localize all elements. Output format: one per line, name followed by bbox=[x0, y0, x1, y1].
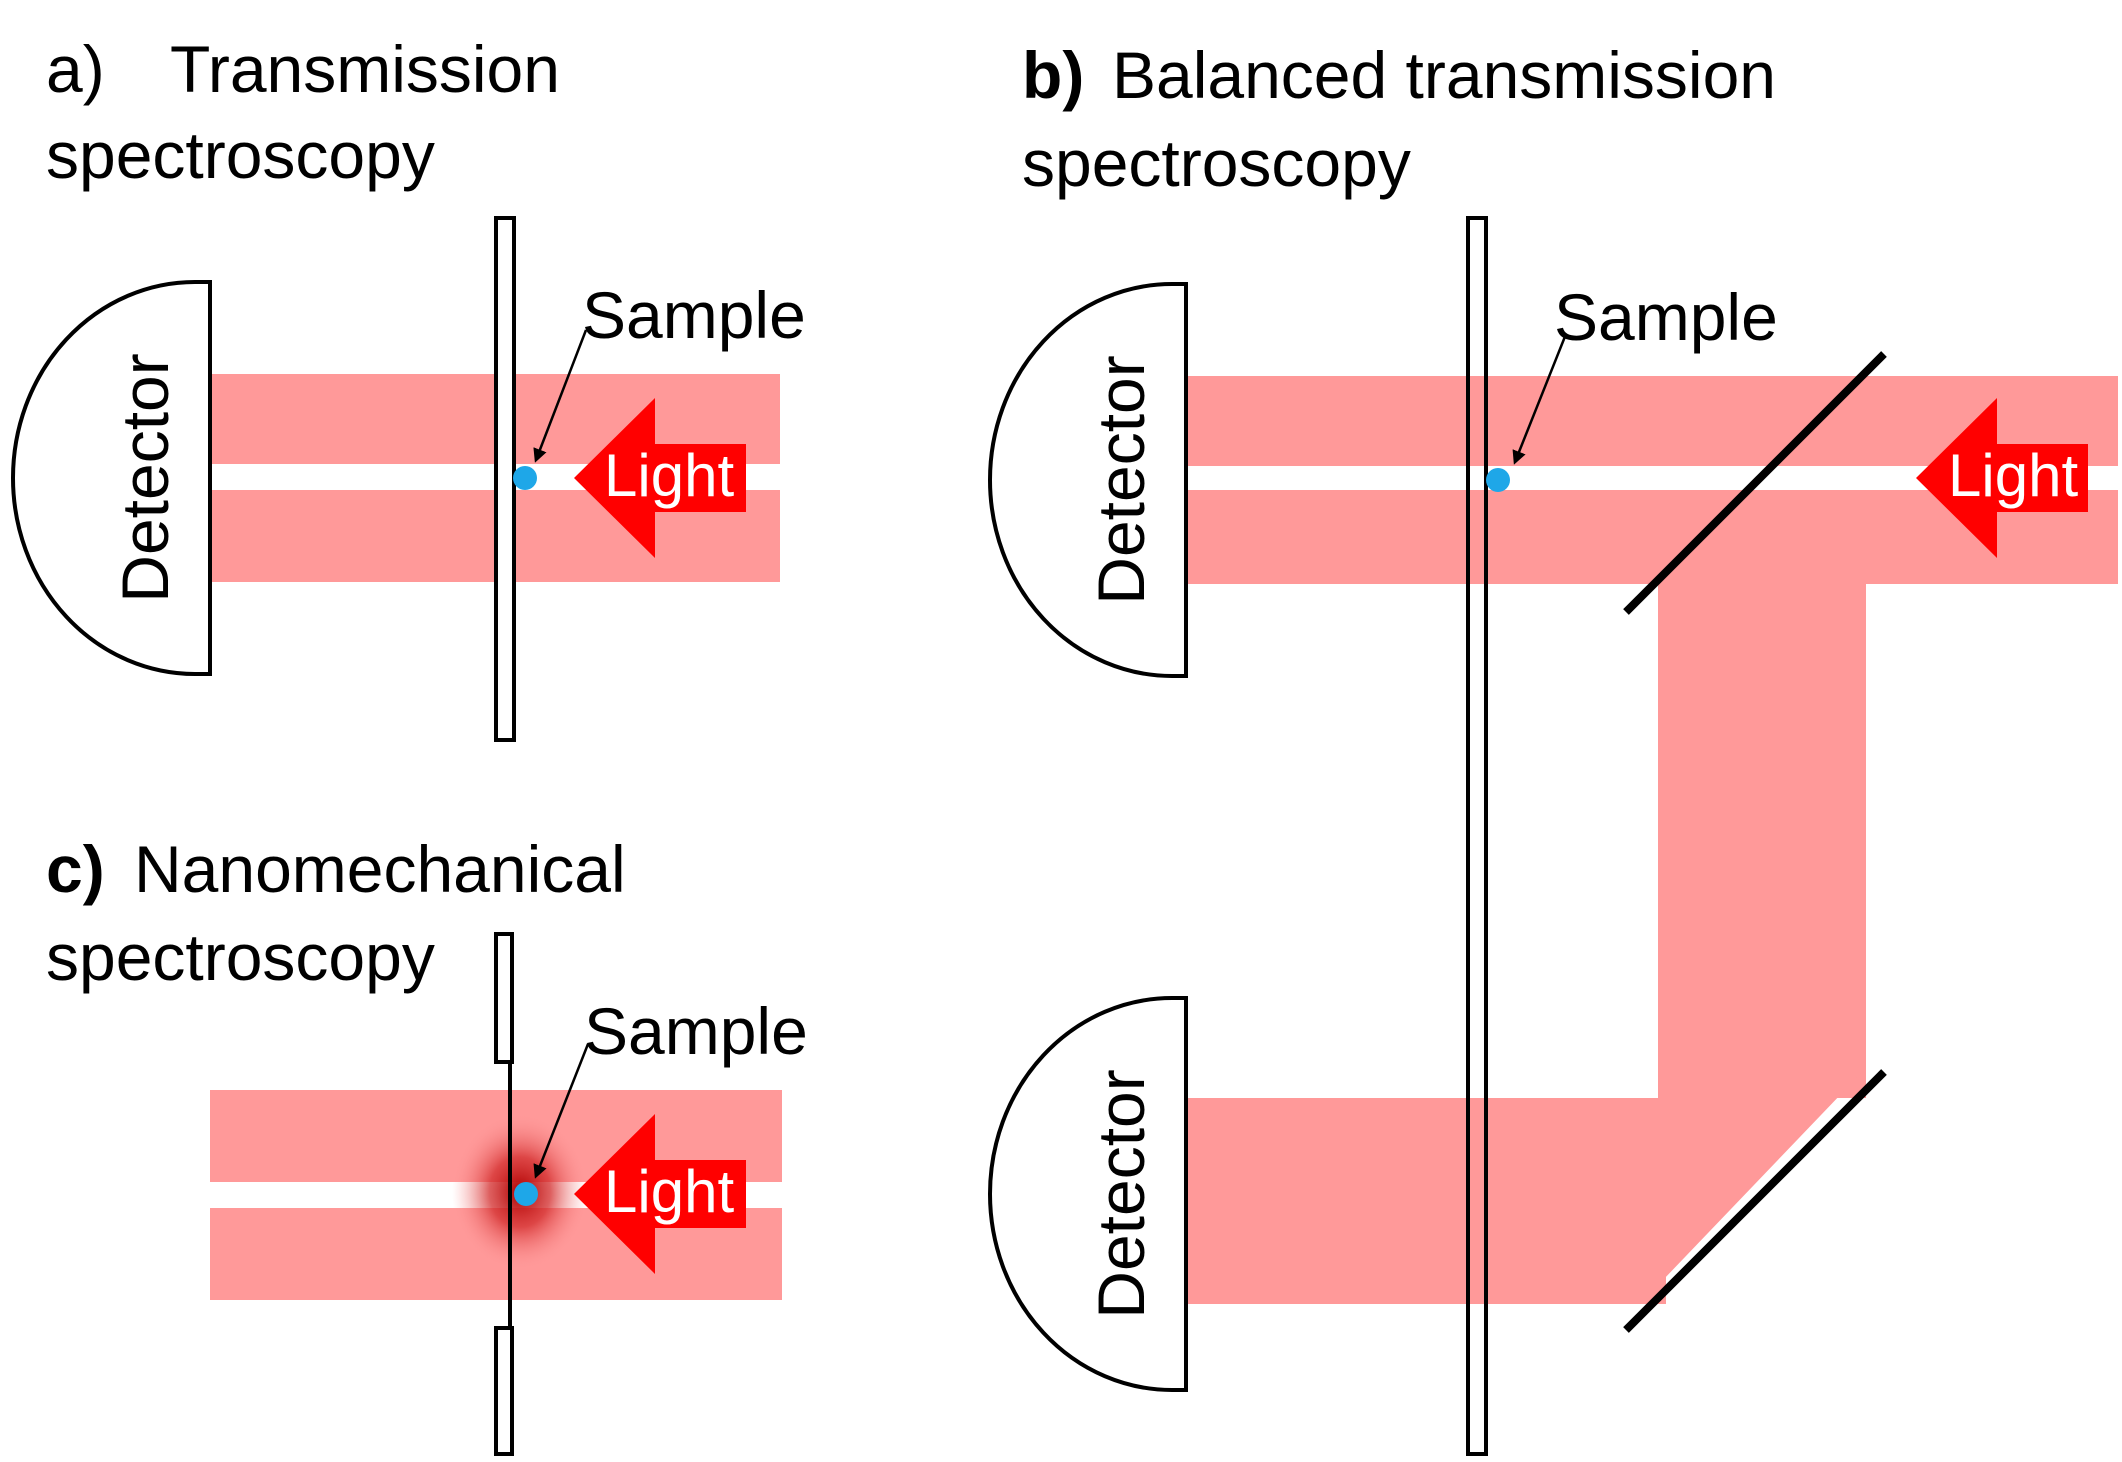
panel-b-detector-bottom bbox=[988, 996, 1188, 1392]
panel-a-detector bbox=[11, 280, 212, 676]
panel-b-title-line1: Balanced transmission bbox=[1112, 38, 1776, 112]
panel-b-light-arrow bbox=[1916, 398, 2088, 558]
panel-b-sample-leader bbox=[1512, 333, 1568, 465]
panel-a-sample-dot bbox=[513, 466, 537, 490]
panel-a-letter: a) bbox=[46, 32, 105, 106]
panel-b-sample-plate bbox=[1466, 216, 1488, 1456]
panel-c-frame-top bbox=[494, 932, 514, 1064]
panel-a-title-line1: Transmission bbox=[170, 32, 560, 106]
panel-c-sample-leader bbox=[533, 1043, 590, 1179]
panel-a-light-label: Light bbox=[604, 442, 734, 509]
panel-b-detector-top-label: Detector bbox=[1084, 355, 1158, 604]
panel-a-detector-label: Detector bbox=[108, 353, 182, 602]
panel-a-sample-label: Sample bbox=[582, 278, 806, 352]
panel-b-detector-bottom-label: Detector bbox=[1084, 1069, 1158, 1318]
panel-a-title-line2: spectroscopy bbox=[46, 118, 435, 192]
panel-a: a) Transmission spectroscopy Detector Li… bbox=[11, 32, 806, 742]
panel-c-sample-label: Sample bbox=[584, 994, 808, 1068]
panel-c-letter: c) bbox=[46, 832, 105, 906]
panel-c-light-label: Light bbox=[604, 1158, 734, 1225]
panel-c-frame-bottom bbox=[494, 1326, 514, 1456]
panel-b-detector-top bbox=[988, 282, 1188, 678]
panel-a-sample-plate bbox=[494, 216, 516, 742]
panel-b-beam-vertical bbox=[1658, 584, 1866, 1098]
panel-b: b) Balanced transmission spectroscopy De… bbox=[988, 38, 2118, 1456]
panel-c-title-line2: spectroscopy bbox=[46, 920, 435, 994]
panel-b-title-line2: spectroscopy bbox=[1022, 126, 1411, 200]
panel-b-light-label: Light bbox=[1948, 442, 2078, 509]
panel-b-mirror bbox=[1623, 1069, 1887, 1333]
panel-c-title-line1: Nanomechanical bbox=[134, 832, 626, 906]
panel-b-sample-dot bbox=[1486, 468, 1510, 492]
panel-b-sample-label: Sample bbox=[1554, 280, 1778, 354]
panel-c: c) Nanomechanical spectroscopy Light Sam… bbox=[46, 832, 808, 1456]
panel-c-light-arrow bbox=[574, 1114, 746, 1274]
panel-a-light-arrow bbox=[574, 398, 746, 558]
panel-b-letter: b) bbox=[1022, 38, 1084, 112]
panel-a-sample-leader bbox=[533, 329, 588, 463]
panel-b-beamsplitter bbox=[1623, 351, 1887, 615]
panel-c-sample-dot bbox=[514, 1182, 538, 1206]
